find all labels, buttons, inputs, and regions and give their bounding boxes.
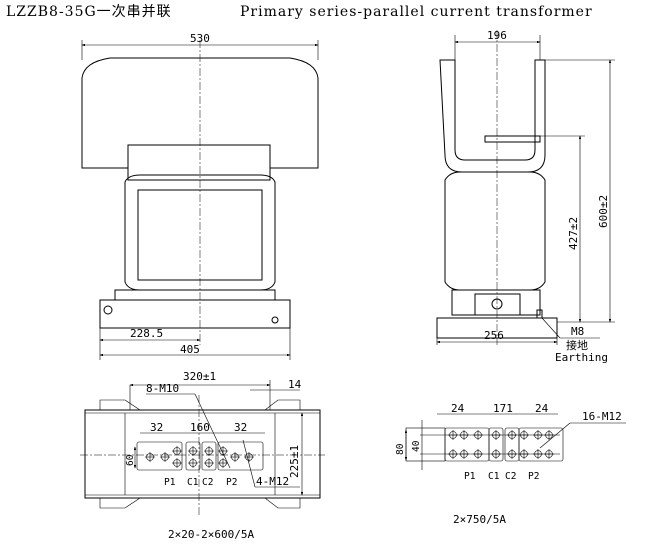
dim-256: 256 <box>484 329 504 342</box>
front-view: 530 228.5 405 <box>81 32 319 360</box>
terminal-p2: P2 <box>226 477 237 488</box>
terminal-c1: C1 <box>187 477 199 488</box>
label-16-m12: 16-M12 <box>582 410 622 423</box>
label-4-m12: 4-M12 <box>256 475 289 488</box>
terminal-c2-r: C2 <box>505 471 516 482</box>
dim-24-left: 24 <box>451 402 465 415</box>
terminal-p2-r: P2 <box>528 471 539 482</box>
earth-en: Earthing <box>555 351 608 364</box>
terminal-c2: C2 <box>202 477 213 488</box>
bolt-m8: M8 <box>571 325 584 338</box>
drawing-title: Primary series-parallel current transfor… <box>240 4 593 20</box>
dim-228-5: 228.5 <box>130 327 163 340</box>
dim-196: 196 <box>487 29 507 42</box>
side-view: 196 256 427±2 600±2 M8 接地 Earthing <box>436 29 615 364</box>
body <box>124 174 276 291</box>
rating-right: 2×750/5A <box>453 513 506 526</box>
terminal-p1: P1 <box>164 477 176 488</box>
plan-view-left: 320±1 14 8-M10 32 160 32 60 225±1 4-M12 … <box>80 370 325 541</box>
dim-225: 225±1 <box>288 445 301 478</box>
plan-view-right: 24 171 24 16-M12 80 40 P1 C1 C2 P2 2×750… <box>395 402 626 526</box>
dim-32-left: 32 <box>150 421 163 434</box>
rating-left: 2×20-2×600/5A <box>168 528 254 541</box>
dim-32-right: 32 <box>234 421 247 434</box>
dim-427: 427±2 <box>567 217 580 250</box>
label-8-m10: 8-M10 <box>146 382 179 395</box>
terminal-p1-r: P1 <box>464 471 476 482</box>
base-plate <box>99 299 291 329</box>
dim-14: 14 <box>288 378 302 391</box>
terminal-c1-r: C1 <box>488 471 500 482</box>
dim-405: 405 <box>180 343 200 356</box>
dim-320: 320±1 <box>183 370 216 383</box>
top-cap <box>81 57 319 169</box>
dim-80: 80 <box>395 443 406 455</box>
dim-24-right: 24 <box>535 402 549 415</box>
u-bracket <box>439 59 546 173</box>
dim-60: 60 <box>125 454 136 466</box>
model-title: LZZB8-35G一次串并联 <box>6 4 172 20</box>
dim-171: 171 <box>493 402 513 415</box>
side-body <box>444 171 546 291</box>
earth-cn: 接地 <box>566 339 588 352</box>
dim-40: 40 <box>411 440 422 452</box>
dim-600: 600±2 <box>597 195 610 228</box>
dim-160: 160 <box>190 421 210 434</box>
dim-530: 530 <box>190 32 210 45</box>
